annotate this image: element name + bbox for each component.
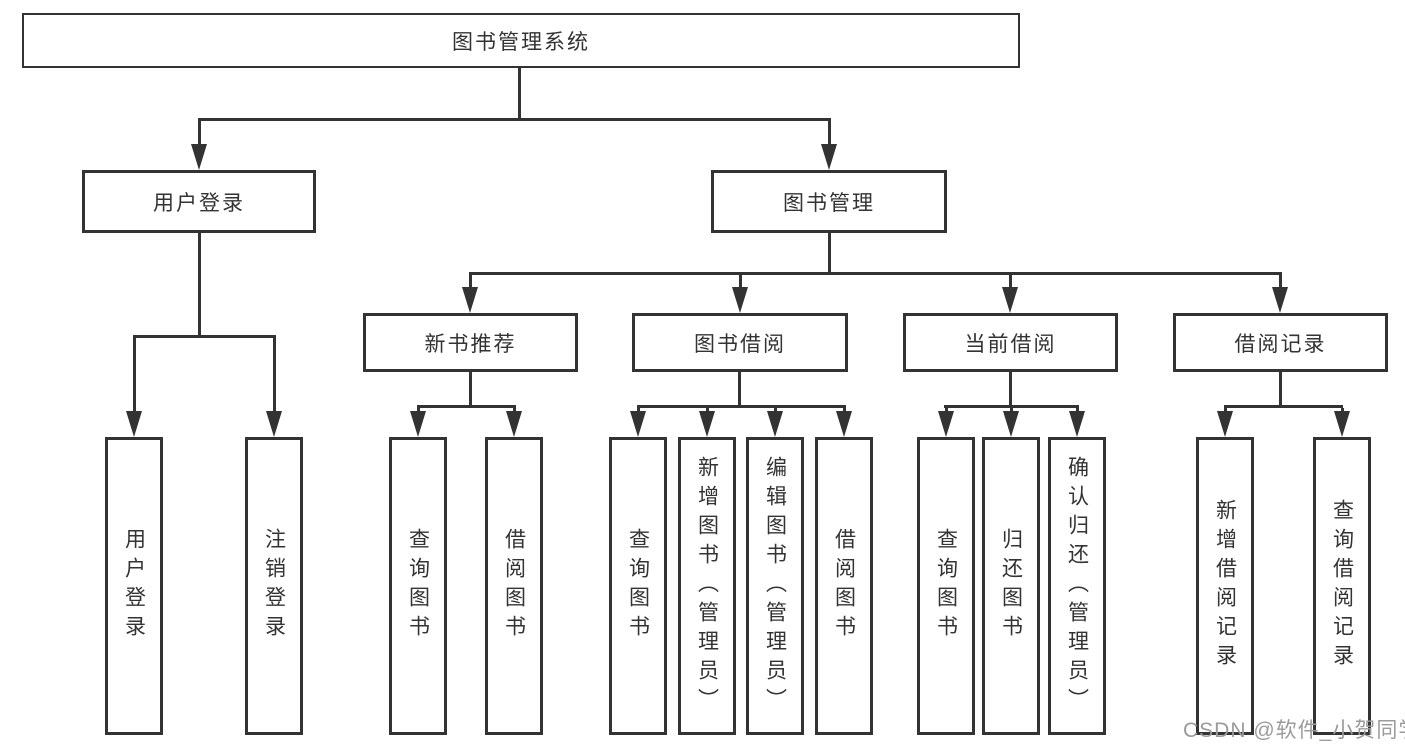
leaf-query-books-current: 查询图书	[917, 437, 975, 735]
leaf-add-borrow-record: 新增借阅记录	[1196, 437, 1254, 735]
leaf-query-books-borrow: 查询图书	[609, 437, 667, 735]
connector-arrowhead	[410, 411, 426, 437]
connector-drop	[1279, 275, 1282, 289]
connector-bar	[417, 405, 516, 408]
connector-stem	[828, 233, 831, 275]
node-current-borrow: 当前借阅	[903, 313, 1118, 372]
node-user-login: 用户登录	[82, 170, 316, 233]
connector-drop	[828, 121, 831, 146]
leaf-label: 查询借阅记录	[1330, 499, 1354, 673]
connector-drop	[774, 408, 777, 413]
leaf-borrow-books-recommend: 借阅图书	[485, 437, 543, 735]
leaf-label: 新增图书（管理员）	[695, 455, 719, 717]
leaf-confirm-return-admin: 确认归还（管理员）	[1048, 437, 1106, 735]
leaf-logout: 注销登录	[245, 437, 303, 735]
node-label: 新书推荐	[424, 332, 517, 356]
leaf-edit-book-admin: 编辑图书（管理员）	[746, 437, 804, 735]
connector-drop	[133, 338, 136, 412]
connector-arrowhead	[506, 411, 522, 437]
node-label: 当前借阅	[964, 332, 1057, 356]
leaf-return-book: 归还图书	[982, 437, 1040, 735]
leaf-borrow-books: 借阅图书	[815, 437, 873, 735]
node-book-borrow: 图书借阅	[632, 313, 848, 372]
connector-bar	[637, 405, 846, 408]
connector-arrowhead	[1272, 287, 1288, 313]
connector-arrowhead	[836, 411, 852, 437]
connector-drop	[273, 338, 276, 412]
connector-drop	[198, 121, 201, 146]
connector-drop	[1010, 408, 1013, 413]
node-label: 图书管理系统	[452, 30, 590, 54]
connector-drop	[1224, 408, 1227, 413]
connector-arrowhead	[1003, 411, 1019, 437]
connector-arrowhead	[821, 144, 837, 170]
connector-drop	[469, 275, 472, 289]
connector-drop	[739, 275, 742, 289]
leaf-add-book-admin: 新增图书（管理员）	[678, 437, 736, 735]
node-label: 图书借阅	[694, 332, 786, 356]
leaf-label: 编辑图书（管理员）	[763, 455, 787, 717]
connector-arrowhead	[266, 411, 282, 437]
leaf-label: 新增借阅记录	[1213, 499, 1237, 673]
connector-arrowhead	[767, 411, 783, 437]
node-new-book-recommend: 新书推荐	[363, 313, 578, 372]
leaf-label: 用户登录	[122, 528, 146, 644]
connector-bar	[198, 118, 831, 121]
connector-arrowhead	[462, 287, 478, 313]
connector-drop	[843, 408, 846, 413]
watermark: CSDN @软件_小贺同学	[1183, 719, 1405, 742]
connector-drop	[1009, 275, 1012, 289]
connector-arrowhead	[732, 287, 748, 313]
connector-bar	[1224, 405, 1343, 408]
connector-arrowhead	[1069, 411, 1085, 437]
leaf-user-login: 用户登录	[105, 437, 163, 735]
node-label: 用户登录	[153, 191, 245, 215]
connector-drop	[706, 408, 709, 413]
connector-arrowhead	[630, 411, 646, 437]
leaf-label: 借阅图书	[832, 528, 856, 644]
leaf-query-borrow-record: 查询借阅记录	[1313, 437, 1371, 735]
connector-arrowhead	[938, 411, 954, 437]
node-label: 图书管理	[783, 191, 875, 215]
connector-drop	[417, 408, 420, 413]
leaf-label: 查询图书	[934, 528, 958, 644]
leaf-label: 归还图书	[999, 528, 1023, 644]
leaf-label: 查询图书	[406, 528, 430, 644]
node-book-management: 图书管理	[711, 170, 947, 233]
connector-stem	[1279, 372, 1282, 405]
connector-bar	[133, 335, 276, 338]
leaf-label: 查询图书	[626, 528, 650, 644]
connector-stem	[518, 68, 521, 120]
leaf-label: 借阅图书	[502, 528, 526, 644]
connector-drop	[1076, 408, 1079, 413]
connector-arrowhead	[126, 411, 142, 437]
connector-drop	[637, 408, 640, 413]
leaf-query-books-recommend: 查询图书	[389, 437, 447, 735]
connector-stem	[738, 372, 741, 405]
connector-drop	[1341, 408, 1344, 413]
connector-arrowhead	[1002, 287, 1018, 313]
connector-arrowhead	[1217, 411, 1233, 437]
connector-arrowhead	[1334, 411, 1350, 437]
connector-stem	[198, 233, 201, 337]
leaf-label: 注销登录	[262, 528, 286, 644]
connector-drop	[513, 408, 516, 413]
node-root: 图书管理系统	[22, 13, 1020, 68]
connector-drop	[945, 408, 948, 413]
leaf-label: 确认归还（管理员）	[1065, 455, 1089, 717]
connector-arrowhead	[191, 144, 207, 170]
node-label: 借阅记录	[1234, 332, 1327, 356]
connector-bar	[944, 405, 1079, 408]
connector-stem	[469, 372, 472, 405]
connector-arrowhead	[699, 411, 715, 437]
connector-bar	[469, 272, 1282, 275]
node-borrow-records: 借阅记录	[1173, 313, 1388, 372]
connector-stem	[1009, 372, 1012, 405]
